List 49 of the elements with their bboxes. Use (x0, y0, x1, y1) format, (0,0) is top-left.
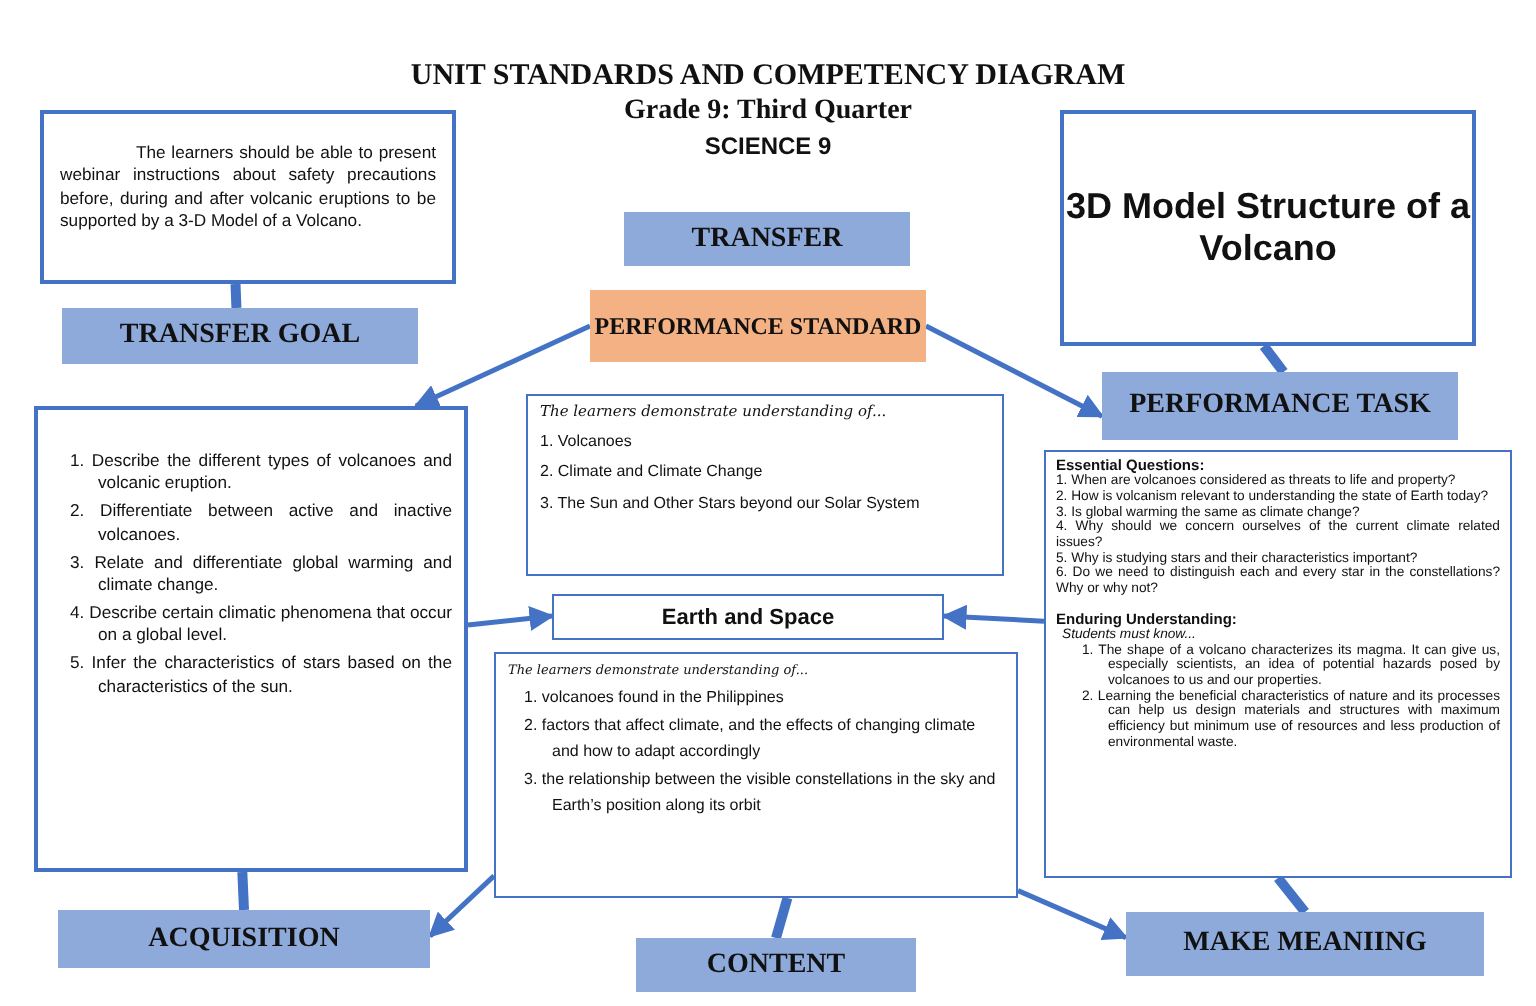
section-label (1102, 372, 1458, 440)
node-text: 1. Describe the different types of volcanoes and volcanic eruption. (68, 450, 452, 495)
node-text: Earth and Space (661, 605, 835, 629)
node-text: 3. Relate and differentiate global warming and climate change. (68, 551, 452, 597)
node-text: 1. Volcanoes (540, 431, 634, 453)
section-label (1126, 912, 1484, 976)
arrow (941, 604, 1045, 630)
diagram-title: UNIT STANDARDS AND COMPETENCY DIAGRAM (410, 60, 1126, 92)
node-text: 4. Describe certain climatic phenomena that occur on a global level. (68, 602, 452, 647)
arrow (1017, 888, 1129, 941)
connector-line (230, 283, 242, 309)
subtitle: Grade 9: Third Quarter (623, 96, 912, 126)
connector-line (237, 871, 249, 911)
arrow (467, 606, 555, 631)
goal-text-box (40, 110, 456, 284)
connector-line (1274, 874, 1309, 916)
connector-line (771, 896, 793, 940)
section-label (624, 212, 910, 266)
standard-label (590, 290, 926, 362)
subtitle: SCIENCE 9 (704, 132, 832, 160)
section-label (58, 910, 430, 968)
section-label (636, 938, 916, 992)
node-text: 5. Infer the characteristics of stars based on the characteristics of the sun. (68, 652, 452, 698)
standard-list-box (526, 394, 1004, 576)
node-text: MAKE MEANIING (1183, 928, 1427, 960)
questions-box (1044, 450, 1512, 878)
arrow (428, 874, 496, 938)
section-label (62, 308, 418, 364)
node-text: PERFORMANCE STANDARD (594, 311, 922, 341)
node-text: CONTENT (706, 949, 846, 981)
node-text: 3. the relationship between the visible constellations in the sky and Earth’s position along its orbit (522, 768, 998, 819)
node-text: TRANSFER (691, 223, 843, 255)
node-text: 2. Climate and Climate Change (540, 462, 765, 484)
competency-list-box (34, 406, 468, 872)
task-title-box (1060, 110, 1476, 346)
topic-box (552, 594, 944, 640)
node-text: 1. volcanoes found in the Philippines (522, 685, 786, 710)
arrow (924, 323, 1105, 419)
node-text: 3. The Sun and Other Stars beyond our Solar System (540, 493, 922, 514)
node-text: 2. Differentiate between active and inactive volcanoes. (68, 500, 452, 546)
node-text: The learners should be able to present webinar instructions about safety precautions before, during and after volcanic eruptions to be supported by a 3-D Model of a Volcano. (60, 142, 436, 233)
node-text: ACQUISITION (148, 923, 340, 955)
node-text: 2. factors that affect climate, and the effects of changing climate and how to adapt accordingly (522, 713, 978, 765)
node-text: 3D Model Structure of a Volcano (1064, 186, 1472, 270)
arrow (413, 323, 592, 409)
node-text: PERFORMANCE TASK (1129, 390, 1431, 422)
content-list-box (494, 652, 1018, 898)
connector-line (1259, 342, 1288, 376)
node-text: TRANSFER GOAL (119, 320, 361, 352)
